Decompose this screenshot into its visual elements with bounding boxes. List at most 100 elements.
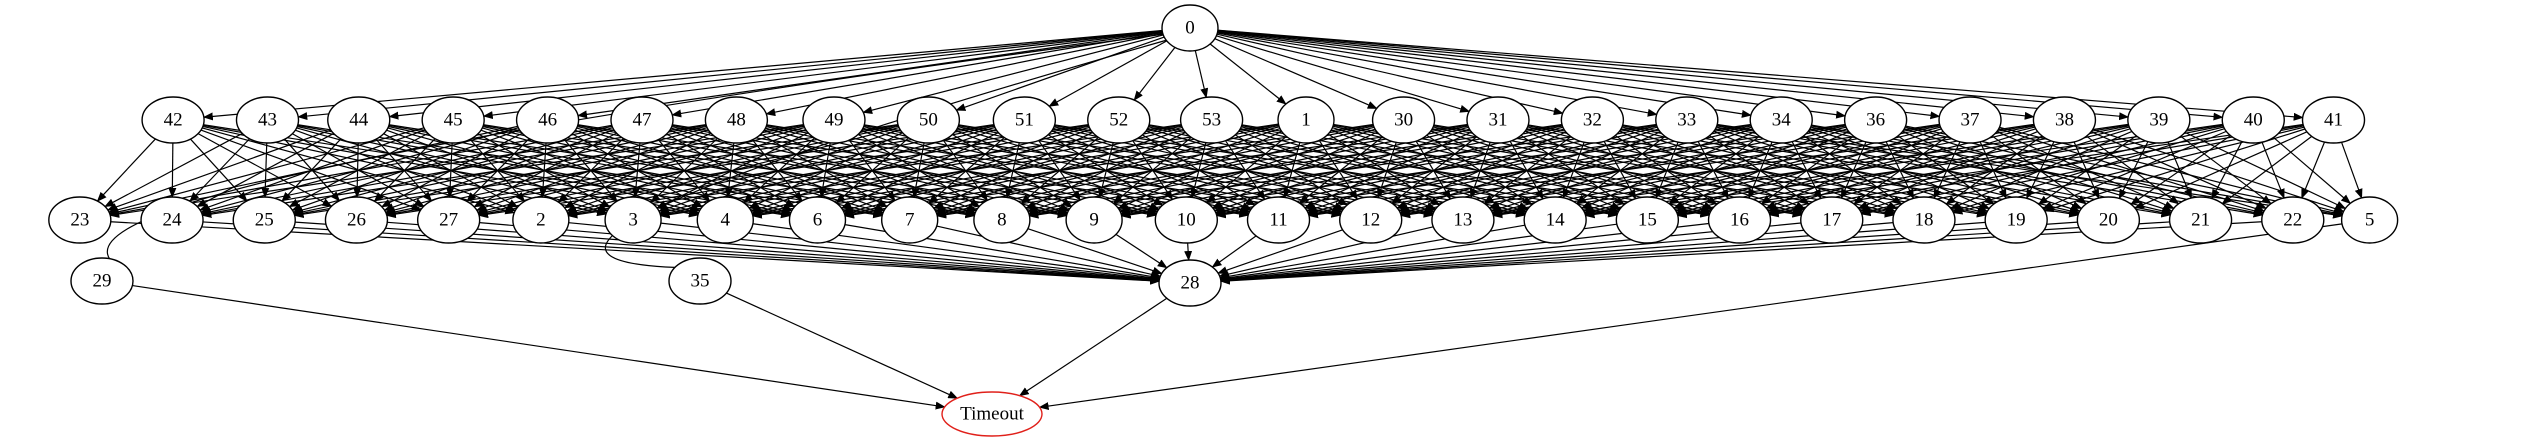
edge-53-to-3 — [659, 124, 1182, 218]
node-32: 32 — [1560, 96, 1625, 144]
edge-18-to-28 — [1219, 222, 1894, 284]
node-ellipse — [324, 196, 389, 244]
node-ellipse — [1938, 96, 2002, 144]
edge-39-to-13 — [1492, 123, 2129, 219]
node-39: 39 — [2127, 96, 2191, 144]
edge-0-to-46 — [577, 31, 1163, 119]
node-label: 53 — [1202, 110, 1221, 131]
node-16: 16 — [1707, 196, 1772, 244]
node-0: 0 — [1161, 4, 1219, 52]
edge-0-to-52 — [1133, 47, 1176, 101]
node-label: 36 — [1866, 110, 1885, 131]
node-18: 18 — [1892, 196, 1956, 244]
node-ellipse — [1065, 196, 1123, 244]
node-ellipse — [788, 196, 847, 244]
node-35: 35 — [668, 257, 732, 305]
node-label: 47 — [632, 110, 651, 131]
edge-41-to-16 — [1768, 124, 2304, 218]
edge-0-to-38 — [1217, 30, 2035, 120]
edge-42-to-23 — [96, 138, 156, 202]
node-15: 15 — [1615, 196, 1680, 244]
edge-29-to-Timeout — [132, 284, 946, 410]
edge-51-to-27 — [477, 124, 995, 218]
node-ellipse — [880, 196, 939, 244]
node-label: 37 — [1961, 110, 1980, 131]
node-ellipse — [2168, 196, 2233, 244]
edge-40-to-20 — [2130, 135, 2231, 205]
edge-34-to-17 — [1791, 141, 1822, 200]
edge-51-to-10 — [1047, 134, 1164, 206]
edge-11-to-28 — [1211, 235, 1257, 268]
node-14: 14 — [1523, 196, 1587, 244]
edge-1-to-12 — [1318, 139, 1358, 201]
node-label: 14 — [1546, 210, 1566, 231]
edge-49-to-25 — [293, 124, 804, 218]
node-label: 46 — [538, 110, 557, 131]
node-12: 12 — [1339, 196, 1403, 244]
edge-36-to-11 — [1307, 124, 1846, 218]
node-22: 22 — [2261, 196, 2325, 244]
node-ellipse — [1523, 196, 1587, 244]
node-label: 44 — [349, 110, 369, 131]
node-20: 20 — [2076, 196, 2141, 244]
node-ellipse — [416, 196, 481, 244]
node-ellipse — [2261, 196, 2325, 244]
node-ellipse — [992, 96, 1057, 144]
edge-38-to-13 — [1492, 124, 2035, 218]
node-label: 39 — [2149, 110, 2168, 131]
edge-44-to-23 — [106, 129, 332, 211]
node-label: 29 — [93, 271, 112, 292]
node-3: 3 — [604, 196, 662, 244]
edge-0-to-29 — [106, 33, 1164, 275]
edge-39-to-14 — [1584, 124, 2129, 218]
node-ellipse — [696, 196, 754, 244]
node-label: 45 — [444, 110, 463, 131]
edge-1-to-3 — [659, 123, 1279, 219]
edge-36-to-10 — [1215, 123, 1846, 219]
node-label: 30 — [1394, 110, 1413, 131]
edge-52-to-2 — [567, 124, 1089, 218]
node-ellipse — [515, 96, 580, 144]
node-label: 10 — [1177, 210, 1196, 231]
node-label: 41 — [2324, 110, 2343, 131]
edge-34-to-18 — [1803, 135, 1903, 205]
node-label: 5 — [2365, 210, 2375, 231]
node-label: Timeout — [960, 404, 1024, 425]
edge-8-to-28 — [1027, 228, 1163, 275]
node-ellipse — [1843, 96, 1908, 144]
node-ellipse — [668, 257, 732, 305]
node-ellipse — [704, 96, 769, 144]
node-ellipse — [1339, 196, 1403, 244]
edge-50-to-25 — [293, 123, 899, 219]
edge-39-to-5 — [2184, 131, 2347, 210]
node-ellipse — [604, 196, 662, 244]
edge-2-to-28 — [568, 222, 1161, 284]
node-ellipse — [70, 257, 134, 305]
node-23: 23 — [48, 196, 112, 244]
node-label: 51 — [1015, 110, 1034, 131]
node-label: 52 — [1109, 110, 1128, 131]
node-43: 43 — [235, 96, 300, 144]
node-ellipse — [973, 196, 1031, 244]
edge-32-to-7 — [936, 123, 1563, 219]
edge-32-to-8 — [1028, 124, 1563, 218]
edge-38-to-12 — [1400, 123, 2035, 219]
node-ellipse — [802, 96, 866, 144]
node-ellipse — [1087, 96, 1151, 144]
edge-40-to-15 — [1676, 124, 2224, 218]
edge-0-to-41 — [1217, 29, 2304, 121]
edge-33-to-17 — [1709, 135, 1810, 205]
edge-0-to-36 — [1217, 31, 1847, 119]
node-28: 28 — [1158, 259, 1222, 307]
edge-0-to-53 — [1194, 50, 1209, 99]
node-ellipse — [2301, 96, 2366, 144]
edge-52-to-27 — [478, 123, 1089, 219]
edge-30-to-14 — [1426, 134, 1533, 206]
edge-19-to-28 — [1219, 221, 1986, 284]
node-label: 50 — [919, 110, 938, 131]
edge-31-to-16 — [1524, 130, 1714, 210]
edge-50-to-10 — [955, 130, 1160, 210]
node-label: 18 — [1914, 210, 1933, 231]
node-47: 47 — [610, 96, 674, 144]
